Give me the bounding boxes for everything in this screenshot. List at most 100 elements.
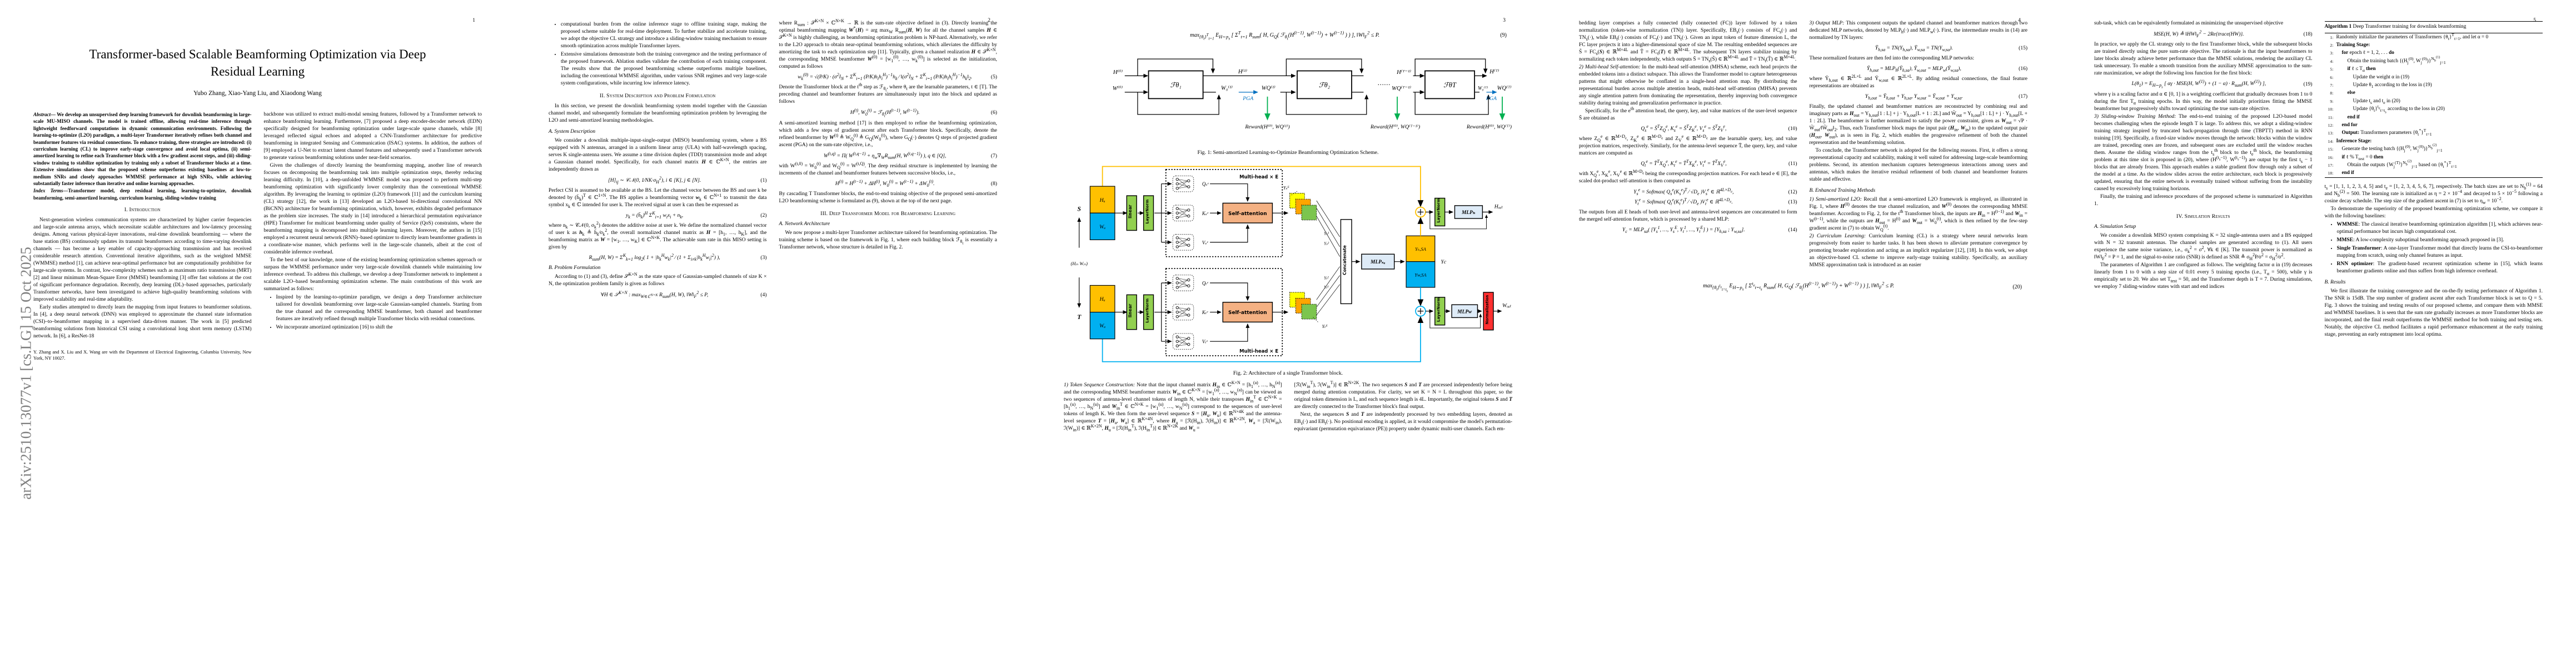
algorithm-line-text: Obtain the training batch {(Hj(0), Wj(0)… xyxy=(2347,55,2446,65)
paragraph: According to (1) and (3), define 𝒮K×N as… xyxy=(549,271,767,287)
algorithm-line-number: 5: xyxy=(2330,67,2334,72)
paragraph: We first illustrate the training converg… xyxy=(2324,288,2543,337)
subsection-heading: A. Network Architecture xyxy=(779,221,830,227)
equation: Ȳh,sa = TN(Yh,sa), Ȳw,sa = TN(Yw,sa).(15… xyxy=(1810,46,2027,52)
fig1-label-h1: H⁽¹⁾ xyxy=(1238,68,1248,75)
algorithm-line-text: for epoch ℓ = 1, 2, . . . do xyxy=(2341,49,2394,56)
algorithm-line-text: if ℓ ≤ Tα then xyxy=(2347,66,2376,73)
fig1-reward-t-1: Reward(H⁽⁰⁾, WQ⁽ᵀ⁻¹⁾) xyxy=(1370,124,1420,130)
page-3: 3 max{θt}Tt=1 EH∼ps [ ΣTt=1 Rsum( H, GQ(… xyxy=(1030,0,1546,667)
fig1-label-pga-2: PGA xyxy=(1486,96,1497,102)
equation-number: (19) xyxy=(2303,81,2313,87)
algorithm-line-text: if ℓ % Ttest = 0 then xyxy=(2341,153,2384,161)
equation-number: (6) xyxy=(990,110,997,116)
bullet-list: Inspired by the learning-to-optimize par… xyxy=(264,294,482,331)
bullet-item: We incorporate amortized optimization [1… xyxy=(276,324,482,331)
paragraph: backbone was utilized to extract multi-m… xyxy=(263,112,482,161)
fig2-label-ys1: Yₛ¹ xyxy=(1324,231,1329,236)
column-right: Algorithm 1 Deep Transformer training fo… xyxy=(2324,20,2543,339)
subsection-heading: B. Problem Formulation xyxy=(549,265,601,271)
page-number: 2 xyxy=(988,18,990,23)
algorithm-line: 16:if ℓ % Ttest = 0 then xyxy=(2325,153,2543,161)
equation: Yc = MLPsa( [Ys1, …, YsE, Yt1, …, YtE] )… xyxy=(1579,225,1797,233)
fig1-label-wq1: WQ⁽¹⁾ xyxy=(1262,84,1275,91)
figure-2-caption: Fig. 2: Architecture of a single Transfo… xyxy=(1233,370,1343,376)
paragraph: We now propose a multi-layer Transformer… xyxy=(779,230,998,251)
algorithm-line-number: 11: xyxy=(2328,115,2334,120)
paragraph: Early studies attempted to directly lear… xyxy=(33,305,252,340)
algorithm-line-text: Training Stage: xyxy=(2336,41,2370,47)
figure-1-semi-amortized-scheme: H⁽⁰⁾ W⁽⁰⁾ ℱθ₁ H⁽¹⁾ W₀⁽¹⁾ PGA WQ⁽¹⁾ ℱθ₂ ⋯… xyxy=(1113,58,1512,130)
fig2-layernorm-w: LayerNorm xyxy=(1436,297,1441,322)
algorithm-line: 7:Update θ1 according to the loss in (19… xyxy=(2325,81,2543,89)
page-1-columns: Abstract— We develop an unsupervised dee… xyxy=(33,111,482,361)
fig1-label-w01: W₀⁽¹⁾ xyxy=(1221,84,1233,91)
equation-body: Rsum(H, W) = ΣKk=1 log2( 1 + |hkHwk|2 ⁄ … xyxy=(589,252,720,262)
fig2-label-ha: Hₐ xyxy=(1099,296,1105,302)
equation-number: (4) xyxy=(760,292,767,298)
paragraph: By cascading T Transformer blocks, the e… xyxy=(779,191,998,205)
fig2-label-s: S xyxy=(1078,205,1081,212)
fig2-label-vs: Vₛᵉ xyxy=(1202,240,1208,245)
algorithm-line-text: Update the weight α in (19) xyxy=(2353,73,2410,79)
equation-9: max{θt}Tt=1 EH∼ps [ ΣTt=1 Rsum( H, GQ( ℱ… xyxy=(1069,31,1507,41)
page-5-columns: sub-task, which can be equivalently form… xyxy=(2094,20,2543,339)
paper-authors: Yubo Zhang, Xiao-Yang Liu, and Xiaodong … xyxy=(193,90,322,97)
equation: yk = (h̄k)H ΣKi=1 wixi + nk,(2) xyxy=(549,211,766,219)
fig2-label-yte: Yₜᴱ xyxy=(1322,323,1328,329)
column-right: [ℛ(WinT), ℐ(WinT)] ∈ ℝN×2K. The two sequ… xyxy=(1294,380,1513,434)
page-1: arXiv:2510.13077v1 [cs.LG] 15 Oct 2025 1… xyxy=(0,0,515,667)
arxiv-watermark: arXiv:2510.13077v1 [cs.LG] 15 Oct 2025 xyxy=(17,247,34,500)
algorithm-line-number: 1: xyxy=(2330,34,2334,40)
paragraph: Abstract— We develop an unsupervised dee… xyxy=(33,112,252,187)
fig2-self-attention-bottom: Self-attention xyxy=(1228,310,1267,316)
fig2-label-ys2: Yₛ² xyxy=(1324,241,1329,246)
bullet-item: computational burden from the online inf… xyxy=(561,21,767,50)
algorithm-line-text: Update {θt}tet=ts according to the loss … xyxy=(2353,104,2445,115)
algorithm-line: 5: if ℓ ≤ Tα then xyxy=(2325,65,2543,73)
fig2-label-yc: Yc xyxy=(1441,259,1447,265)
paragraph: where γ is a scaling factor and α ∈ [0, … xyxy=(2094,92,2313,112)
paragraph: Next, the sequences S and T are independ… xyxy=(1294,411,1513,432)
fig2-layernorm-box: LayerNorm xyxy=(1145,298,1150,323)
column-left: 1) Token Sequence Construction: Note tha… xyxy=(1064,380,1282,434)
paragraph: 2) Curriculum Learning: Curriculum learn… xyxy=(1809,233,2028,268)
equation: wk(0) = √(P⁄K) · (σ2IN + ΣKi=1 (P⁄K)hihi… xyxy=(779,72,997,81)
paragraph: Index Terms—Transformer model, deep resi… xyxy=(33,188,252,201)
equation-number: (11) xyxy=(1788,161,1797,167)
fig2-multihead-bottom: Multi-head × E xyxy=(1239,348,1278,354)
algorithm-line-text: Generate the testing batch {(Hj(0), Wj(0… xyxy=(2341,143,2443,153)
paragraph: To the best of our knowledge, none of th… xyxy=(263,257,482,292)
paper-title: Transformer-based Scalable Beamforming O… xyxy=(89,47,426,78)
paragraph: To demonstrate the superiority of the pr… xyxy=(2324,206,2543,219)
fig1-wiring xyxy=(1124,58,1506,121)
fig1-reward-1: Reward(H⁽⁰⁾, WQ⁽¹⁾) xyxy=(1244,124,1289,130)
paragraph: with W(t,0) = W0(t) and WQ(t) = W(t,Q). … xyxy=(779,161,998,177)
fig2-label-wa: Wₐ xyxy=(1099,323,1105,329)
page-2-columns: computational burden from the online inf… xyxy=(549,18,998,302)
algorithm-line: 9:Update ts and te in (20) xyxy=(2325,97,2543,105)
equation-number: (17) xyxy=(2019,94,2027,99)
fig2-mlp-w-box: MLPw xyxy=(1457,309,1472,315)
equation-number: (8) xyxy=(990,181,997,187)
algorithm-line-number: 2: xyxy=(2330,42,2334,48)
fig2-label-qs: Qₛᵉ xyxy=(1202,181,1209,187)
paragraph: In this section, we present the downlink… xyxy=(549,103,767,123)
section-heading: III. Deep Transformer Model for Beamform… xyxy=(820,211,956,217)
fig1-label-wqt-1: WQ⁽ᵀ⁻¹⁾ xyxy=(1392,85,1411,92)
algorithm-line: 15:Generate the testing batch {(Hj(0), W… xyxy=(2325,143,2543,153)
paragraph: A semi-amortized learning method [17] is… xyxy=(779,121,998,148)
algorithm-line-number: 4: xyxy=(2330,58,2334,64)
footnote: Y. Zhang and X. Liu and X. Wang are with… xyxy=(33,350,252,361)
algorithm-line-number: 9: xyxy=(2330,98,2334,104)
algorithm-line-text: Update θ1 according to the loss in (19) xyxy=(2353,81,2432,89)
algorithm-line-text: end for xyxy=(2341,121,2358,127)
subsection-heading: B. Results xyxy=(2324,279,2346,285)
fig1-ellipsis: ⋯⋯ xyxy=(1377,81,1390,88)
paragraph: ts = [1, 1, 1, 2, 3, 4, 5] and te = [1, … xyxy=(2324,181,2543,205)
fig2-layernorm-h: LayerNorm xyxy=(1436,198,1441,223)
equation-number: (18) xyxy=(2303,31,2313,37)
equation-body: W(t,q) = Π( W(t,q−1) + ηw∇WRsum(H, W(t,q… xyxy=(823,151,946,161)
page-number: 4 xyxy=(2018,18,2021,23)
fig2-linear-box: linear xyxy=(1128,303,1133,317)
